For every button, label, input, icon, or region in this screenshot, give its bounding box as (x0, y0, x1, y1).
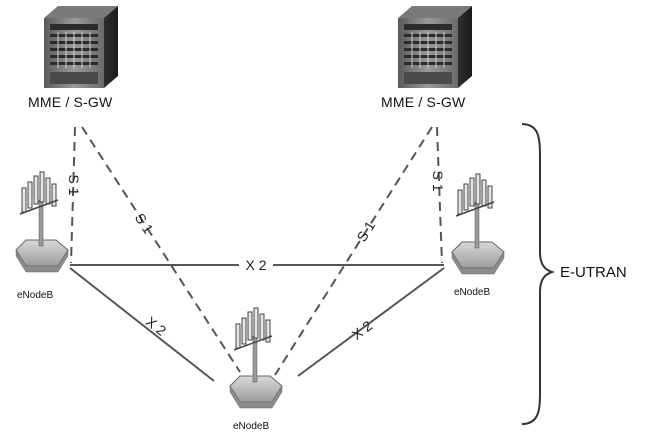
mme-sgw-label-left: MME / S-GW (28, 94, 113, 110)
enodeb-label-left: eNodeB (17, 290, 54, 301)
e-utran-brace (521, 123, 556, 425)
enodeb-label-bottom: eNodeB (233, 421, 270, 432)
s1-label-left-diagonal: S 1 (132, 210, 157, 237)
s1-label-right-diagonal: S 1 (353, 218, 378, 244)
x2-label-top: X 2 (245, 257, 266, 273)
server-icon (398, 6, 472, 88)
e-utran-label: E-UTRAN (560, 264, 627, 281)
enodeb-label-right: eNodeB (454, 287, 491, 298)
s1-label-right-vertical: S 1 (430, 170, 446, 191)
x2-link-right (297, 267, 445, 377)
antenna-tower-icon (229, 307, 283, 409)
s1-link-right-diagonal (274, 126, 433, 376)
s1-link-right-vertical (436, 126, 443, 264)
antenna-tower-icon (451, 173, 505, 275)
x2-label-left: X 2 (143, 313, 170, 339)
server-icon (44, 6, 118, 88)
antenna-tower-icon (15, 171, 69, 273)
s1-link-left-diagonal (81, 126, 241, 373)
x2-link-left (69, 267, 215, 382)
s1-label-left-vertical: S 1 (66, 174, 82, 195)
s1-link-left-vertical (70, 126, 76, 264)
mme-sgw-label-right: MME / S-GW (381, 94, 466, 110)
